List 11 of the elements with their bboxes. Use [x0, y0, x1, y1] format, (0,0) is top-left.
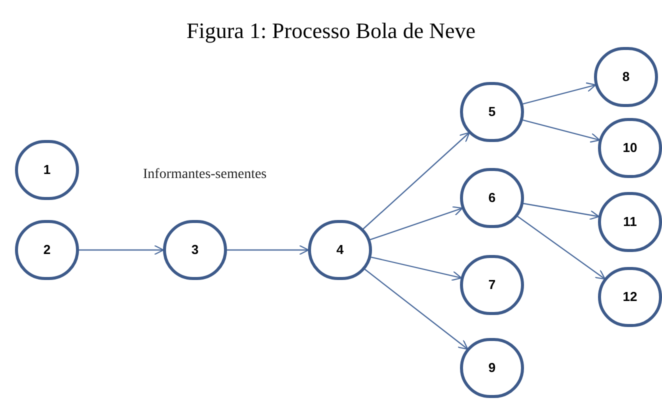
arrow: [522, 82, 596, 105]
annotation-label: Informantes-sementes: [143, 166, 267, 184]
diagram-title: Figura 1: Processo Bola de Neve: [186, 17, 476, 45]
arrow: [517, 216, 606, 280]
arrow: [364, 268, 468, 350]
arrow: [362, 132, 470, 230]
arrow: [79, 244, 164, 256]
arrow: [523, 202, 600, 220]
arrow: [522, 119, 600, 143]
arrow: [227, 244, 310, 256]
arrow: [370, 256, 462, 281]
